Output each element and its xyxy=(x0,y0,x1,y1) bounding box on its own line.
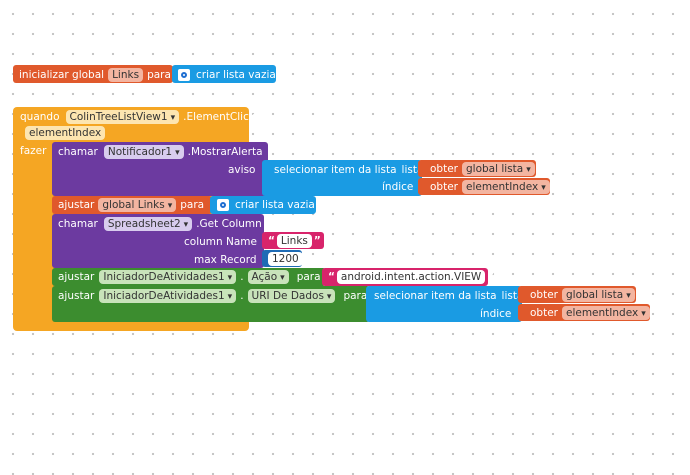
var-name-field[interactable]: Links xyxy=(108,67,144,82)
close-quote-icon: ” xyxy=(313,234,321,247)
activity-starter-dropdown[interactable]: IniciadorDeAtividades1 xyxy=(99,269,237,284)
chamar-label: chamar xyxy=(58,217,98,230)
global-lista-dropdown[interactable]: global lista xyxy=(461,161,535,176)
event-name: .ElementClick xyxy=(183,110,255,123)
list-label: criar lista vazia xyxy=(235,198,315,211)
global-lista-dropdown[interactable]: global lista xyxy=(561,287,635,302)
obter-label: obter xyxy=(530,306,558,319)
max-record-label: max Record xyxy=(194,253,257,266)
open-quote-icon: “ xyxy=(328,270,335,283)
column-name-text[interactable]: Links xyxy=(276,233,312,248)
notifier-dropdown[interactable]: Notificador1 xyxy=(103,144,184,159)
event-header: quando ColinTreeListView1 .ElementClick xyxy=(20,108,255,125)
global-links-dropdown[interactable]: global Links xyxy=(98,197,177,212)
ajustar-label: ajustar xyxy=(58,198,95,211)
para-label: para xyxy=(343,289,368,302)
lista-label: lista xyxy=(401,163,424,176)
gear-icon[interactable] xyxy=(178,68,190,81)
activity-starter-dropdown[interactable]: IniciadorDeAtividades1 xyxy=(99,288,237,303)
quando-label: quando xyxy=(20,110,60,123)
para-label: para xyxy=(296,270,321,283)
action-text[interactable]: android.intent.action.VIEW xyxy=(336,269,486,284)
max-record-number[interactable]: 1200 xyxy=(268,251,303,266)
spreadsheet-dropdown[interactable]: Spreadsheet2 xyxy=(103,216,193,231)
ajustar-label: ajustar xyxy=(58,270,95,283)
obter-label: obter xyxy=(430,162,458,175)
aviso-label: aviso xyxy=(228,163,256,176)
para-label: para xyxy=(180,198,205,211)
gear-icon[interactable] xyxy=(217,198,229,211)
select-item-block-uri[interactable] xyxy=(366,286,522,322)
dot-label: . xyxy=(240,289,244,302)
action-prop-dropdown[interactable]: Ação xyxy=(247,269,289,284)
get-column-method: .Get Column xyxy=(196,217,262,230)
lista-label: lista xyxy=(501,289,524,302)
param-element-index[interactable]: elementIndex xyxy=(25,125,106,140)
init-para-label: para xyxy=(147,68,171,81)
create-empty-list-block-2[interactable] xyxy=(210,196,316,214)
dot-label: . xyxy=(240,270,244,283)
event-component-dropdown[interactable]: ColinTreeListView1 xyxy=(65,109,180,124)
indice-label: índice xyxy=(382,180,414,193)
fazer-label: fazer xyxy=(20,144,47,157)
open-quote-icon: “ xyxy=(268,234,275,247)
obter-label: obter xyxy=(430,180,458,193)
element-index-dropdown[interactable]: elementIndex xyxy=(561,305,650,320)
alert-method: .MostrarAlerta xyxy=(187,145,263,158)
init-global-block[interactable]: inicializar global Links para xyxy=(13,65,173,83)
list-label: criar lista vazia xyxy=(196,68,276,81)
indice-label: índice xyxy=(480,307,512,320)
close-quote-icon: ” xyxy=(487,270,495,283)
select-item-block-alert[interactable] xyxy=(262,160,422,196)
uri-prop-dropdown[interactable]: URI De Dados xyxy=(247,288,336,303)
select-item-label: selecionar item da lista xyxy=(374,289,497,302)
create-empty-list-block[interactable]: criar lista vazia xyxy=(172,65,276,83)
init-keyword: inicializar global xyxy=(19,68,105,81)
element-index-dropdown[interactable]: elementIndex xyxy=(461,179,550,194)
select-item-label: selecionar item da lista xyxy=(274,163,397,176)
chamar-label: chamar xyxy=(58,145,98,158)
ajustar-label: ajustar xyxy=(58,289,95,302)
obter-label: obter xyxy=(530,288,558,301)
column-name-label: column Name xyxy=(184,235,257,248)
